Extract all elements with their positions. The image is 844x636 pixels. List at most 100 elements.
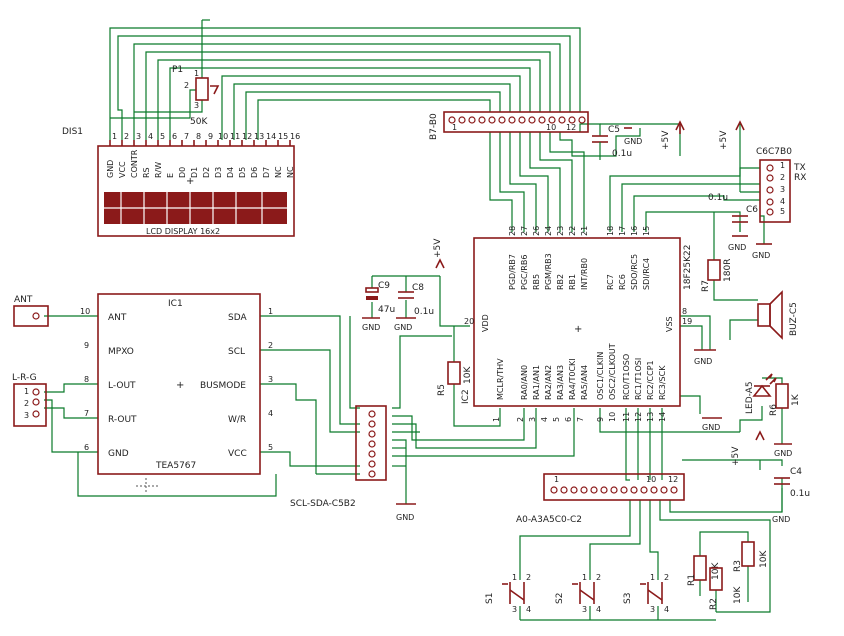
svg-text:8: 8 [682,307,687,316]
capacitor-c6: C6 0.1u GND [708,193,758,252]
svg-text:9: 9 [596,417,605,422]
svg-text:17: 17 [618,226,627,236]
svg-text:RA3/AN3: RA3/AN3 [556,365,565,400]
ic1-ref: IC1 [168,299,183,309]
svg-text:3: 3 [268,375,273,384]
svg-text:RC7: RC7 [606,274,615,290]
connector-c6c7b0: C6C7B0 TX RX 1 2 3 4 5 [756,147,806,223]
svg-text:16: 16 [630,226,639,236]
resistor-r1: R1 10K [687,555,721,586]
svg-text:GND: GND [108,449,129,459]
svg-text:L-R-G: L-R-G [12,373,37,383]
svg-text:2: 2 [268,341,273,350]
svg-text:D0: D0 [178,167,187,178]
switch-s1: S1 1 2 3 4 [485,573,531,614]
svg-text:21: 21 [580,226,589,236]
svg-text:+5V: +5V [719,130,729,150]
svg-text:5: 5 [268,443,273,452]
power-5v-1: +5V [661,120,685,150]
svg-text:11: 11 [622,412,631,422]
lcd-segments [104,192,287,224]
resistor-r7: R7 180R [701,259,733,292]
potentiometer-p1: P1 50K 1 2 3 [172,65,220,127]
svg-text:PGD/RB7: PGD/RB7 [508,254,517,290]
svg-text:10K: 10K [711,562,721,580]
ic1-left-nums: 10 9 8 7 6 [80,307,90,452]
led-a5: LED-A5 [745,373,777,414]
svg-text:16: 16 [290,132,300,141]
svg-text:ANT: ANT [108,313,127,323]
svg-text:OSC1/CLKIN: OSC1/CLKIN [596,352,605,400]
svg-text:RC1/T1OSI: RC1/T1OSI [634,358,643,400]
svg-text:S2: S2 [555,593,565,604]
svg-text:SDO/RC5: SDO/RC5 [630,254,639,290]
svg-text:12: 12 [634,412,643,422]
svg-text:1: 1 [452,123,457,132]
svg-text:5: 5 [552,417,561,422]
lcd-pin-stubs [109,140,291,146]
svg-text:10: 10 [218,132,228,141]
svg-text:GND: GND [362,323,380,332]
svg-text:D5: D5 [238,167,247,178]
svg-text:C4: C4 [790,467,802,477]
wires [44,19,783,621]
svg-text:ANT: ANT [14,295,33,305]
svg-text:GND: GND [752,251,770,260]
gnd-led: GND [774,443,792,458]
svg-text:RC6: RC6 [618,274,627,290]
svg-text:12: 12 [242,132,252,141]
connector-ant: ANT [13,295,49,327]
svg-text:E: E [166,173,175,178]
ic1-right-nums: 1 2 3 4 5 [268,307,273,452]
mcu-18f25k22: + IC2 18F25K22 VDD VSS 20 8 19 PGD/RB7 P… [461,226,693,422]
svg-text:1: 1 [582,573,587,582]
lcd-pin-numbers: 1 2 3 4 5 6 7 8 9 10 11 12 13 14 15 16 [112,132,300,141]
svg-text:2: 2 [516,417,525,422]
svg-text:MPXO: MPXO [108,347,134,357]
a0-pins [550,486,678,494]
svg-text:2: 2 [526,573,531,582]
connector-a0-a3a5c0-c2: A0-A3A5C0-C2 1 10 12 [516,473,685,525]
svg-text:GND: GND [774,449,792,458]
svg-text:R3: R3 [733,560,743,572]
svg-text:2: 2 [24,399,29,408]
svg-text:GND: GND [624,137,642,146]
capacitor-c4: C4 0.1u GND [772,467,810,524]
gnd-sclsda: GND [396,503,416,522]
svg-text:+: + [176,380,184,391]
svg-text:2: 2 [184,81,189,90]
svg-text:4: 4 [596,605,601,614]
svg-text:10K: 10K [463,366,473,384]
mcu-top-pin-numbers: 28 27 26 24 23 22 21 18 17 16 15 [508,226,651,236]
svg-text:A0-A3A5C0-C2: A0-A3A5C0-C2 [516,515,582,525]
svg-text:CONTR: CONTR [130,149,139,178]
svg-text:1: 1 [194,69,199,78]
svg-text:4: 4 [540,417,549,422]
svg-text:L-OUT: L-OUT [108,381,136,391]
svg-text:R-OUT: R-OUT [108,415,137,425]
capacitor-c8: C8 0.1u GND [394,283,434,332]
svg-text:3: 3 [136,132,141,141]
svg-text:1: 1 [512,573,517,582]
svg-text:1: 1 [268,307,273,316]
svg-text:0.1u: 0.1u [708,193,728,203]
svg-text:3: 3 [528,417,537,422]
svg-text:23: 23 [556,226,565,236]
svg-text:9: 9 [208,132,213,141]
svg-text:3: 3 [780,185,785,194]
svg-text:RX: RX [794,173,806,183]
svg-text:2: 2 [664,573,669,582]
svg-text:18: 18 [606,226,615,236]
ic1-left-labels: ANT MPXO L-OUT R-OUT GND [108,313,137,459]
power-5v-2: +5V [719,120,745,150]
svg-text:MCLR/THV: MCLR/THV [496,358,505,400]
svg-text:12: 12 [566,123,576,132]
lcd-title: LCD DISPLAY 16x2 [146,227,220,236]
svg-text:2: 2 [124,132,129,141]
mcu-bottom-pin-labels: MCLR/THV RA0/AN0 RA1/AN1 RA2/AN2 RA3/AN3… [496,343,667,400]
svg-text:1K: 1K [791,393,801,406]
svg-text:4: 4 [780,197,785,206]
svg-text:8: 8 [84,375,89,384]
svg-text:15: 15 [642,226,651,236]
capacitor-c5: C5 0.1u [592,125,632,159]
